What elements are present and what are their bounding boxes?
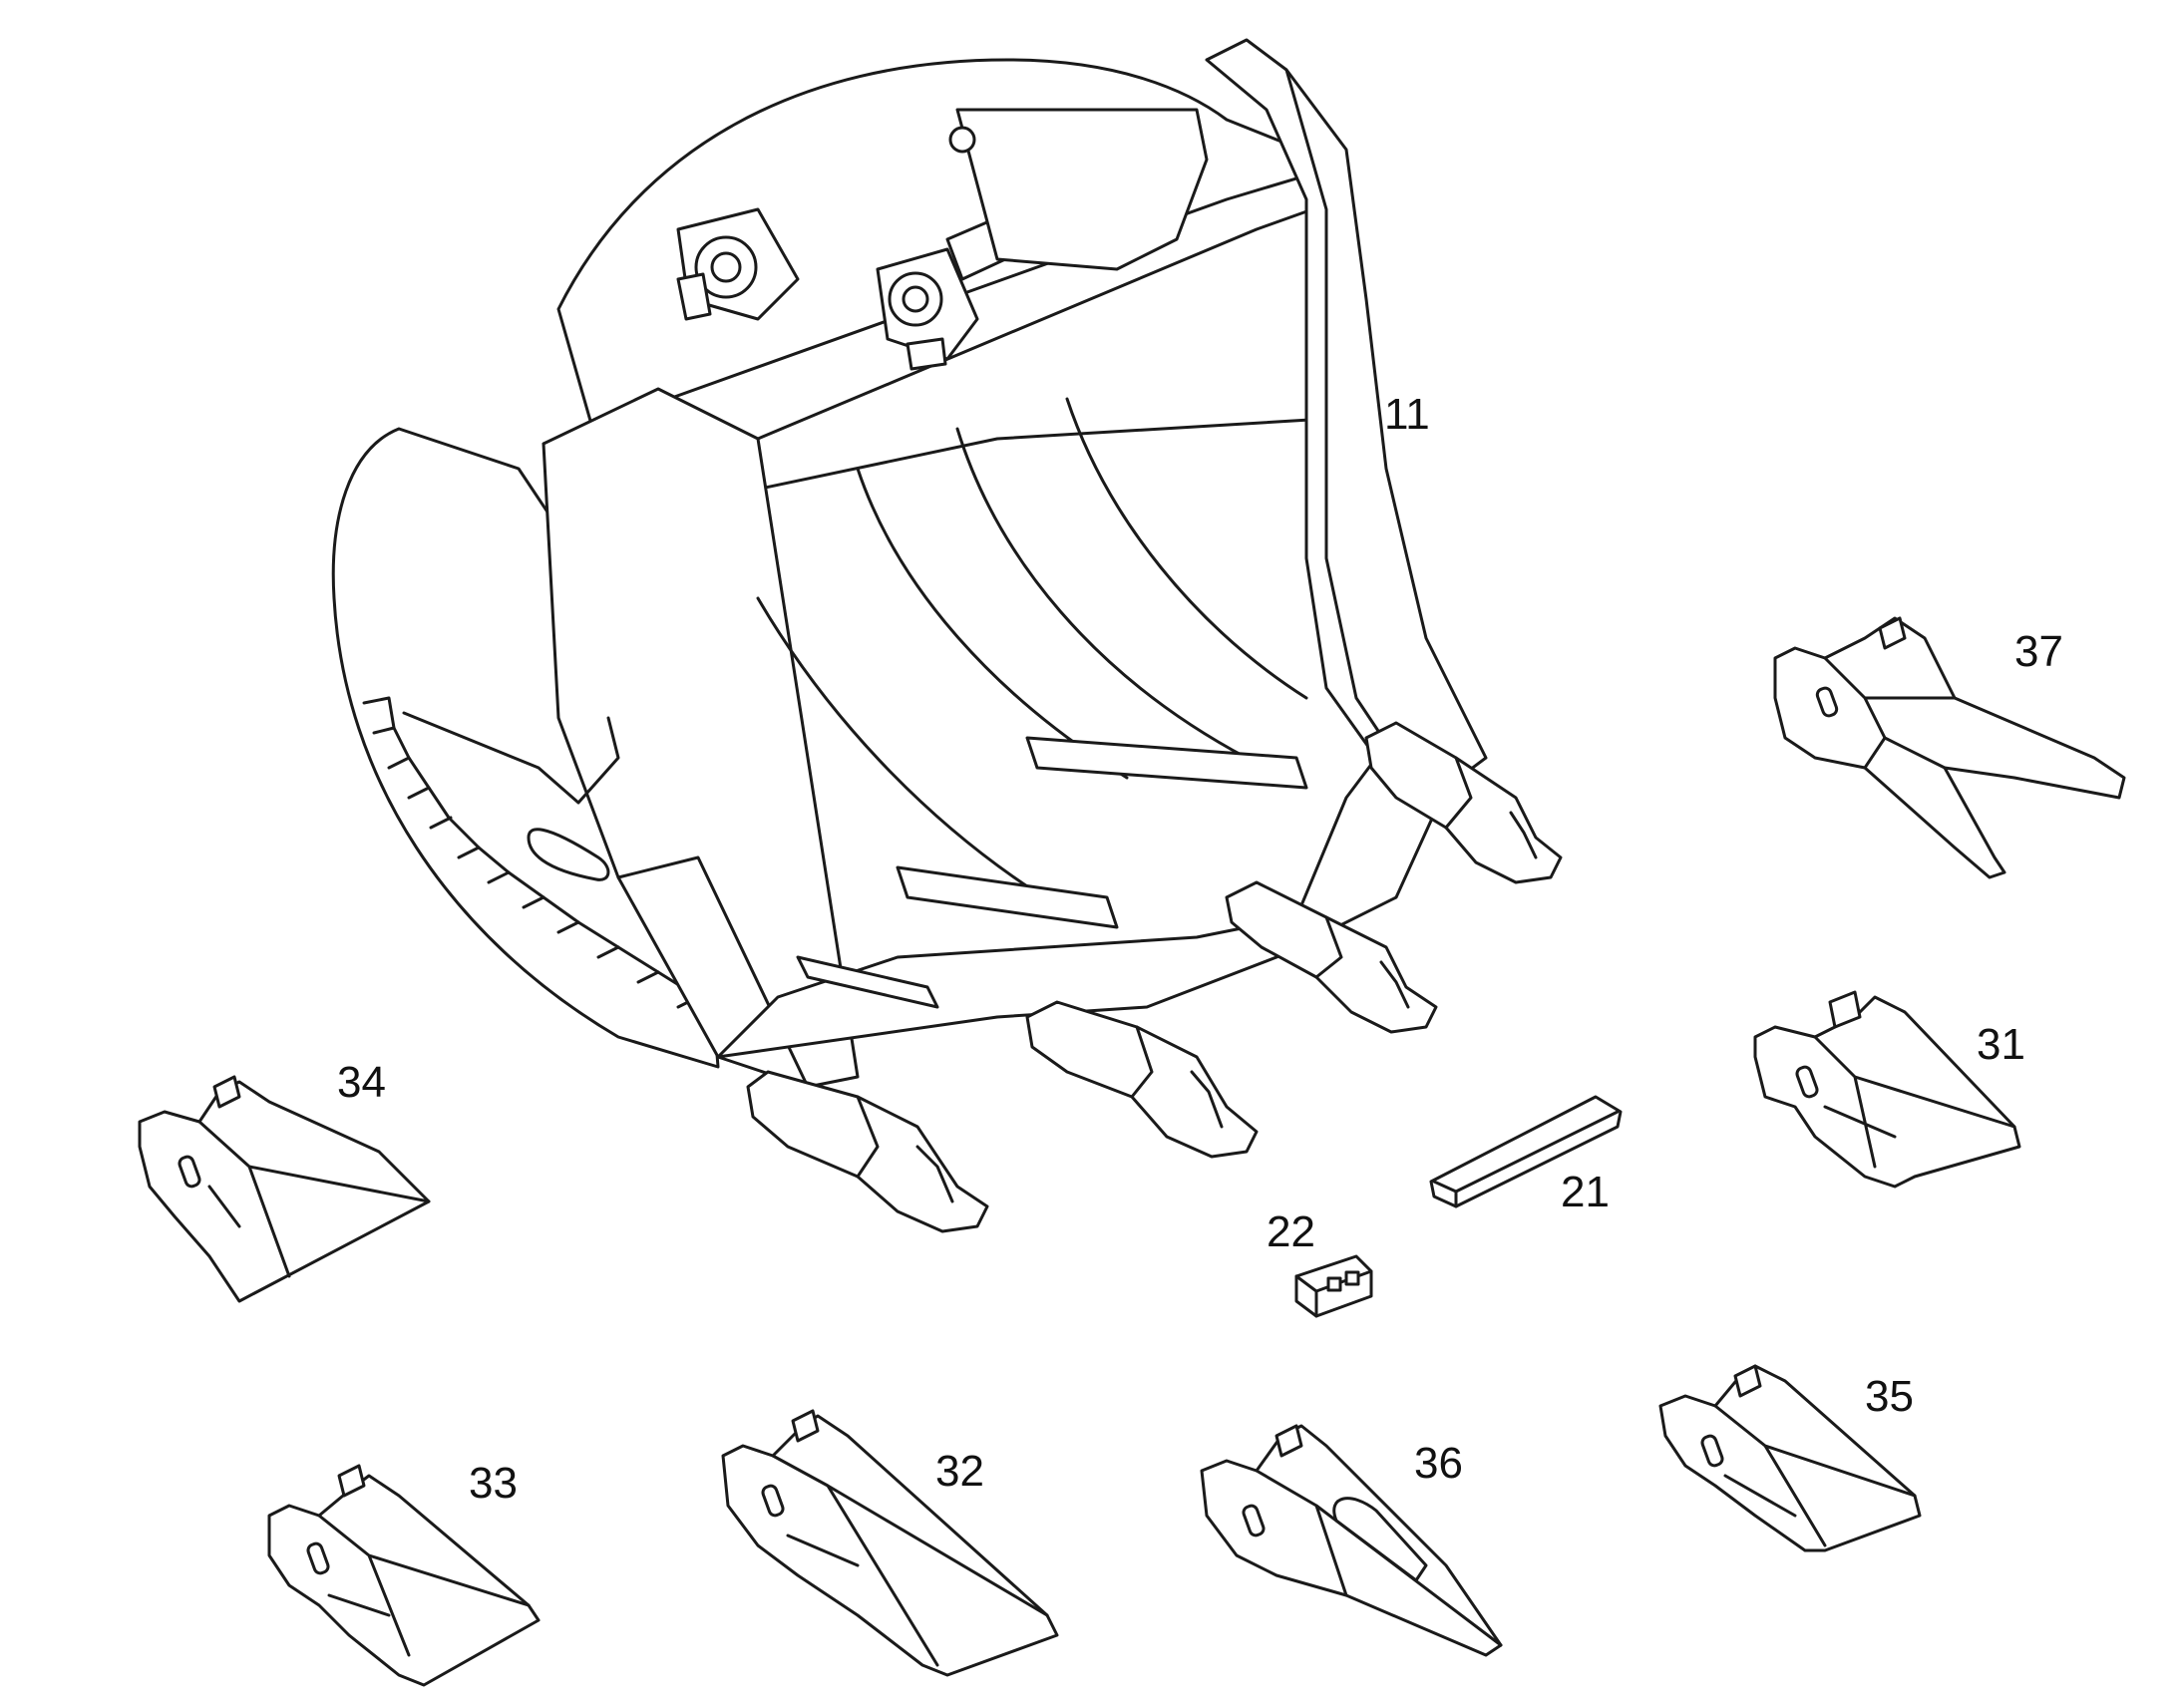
tooth-34-drawing — [138, 1075, 431, 1303]
tooth-32-drawing — [721, 1409, 1059, 1677]
bucket-inner-ribs — [756, 397, 1308, 919]
callout-34: 34 — [337, 1058, 386, 1107]
edge-segment-21-drawing — [1429, 1095, 1623, 1208]
tooth-33-drawing — [267, 1464, 541, 1687]
bucket-tooth-2 — [1025, 1000, 1259, 1159]
bucket-left-side-plate — [331, 427, 720, 1069]
callout-11: 11 — [1384, 390, 1430, 439]
bucket-upper-link — [955, 108, 1209, 271]
bucket-assembly — [331, 38, 1563, 1233]
tooth-36-drawing — [1200, 1424, 1503, 1657]
bucket-right-side-panel — [1205, 38, 1488, 790]
bucket-tooth-1 — [746, 1070, 989, 1233]
callout-31: 31 — [1977, 1020, 2025, 1069]
bucket-side-slot — [527, 828, 610, 881]
callout-22: 22 — [1267, 1207, 1315, 1256]
callout-32: 32 — [935, 1447, 984, 1496]
tooth-35-drawing — [1658, 1364, 1922, 1552]
tooth-31-drawing — [1753, 990, 2021, 1189]
callout-21: 21 — [1561, 1168, 1610, 1216]
lock-pin-22-drawing — [1294, 1254, 1373, 1318]
callout-33: 33 — [469, 1459, 518, 1508]
callout-35: 35 — [1865, 1372, 1914, 1421]
callout-37: 37 — [2014, 627, 2063, 676]
callout-36: 36 — [1414, 1439, 1463, 1488]
tooth-37-drawing — [1773, 616, 2126, 879]
